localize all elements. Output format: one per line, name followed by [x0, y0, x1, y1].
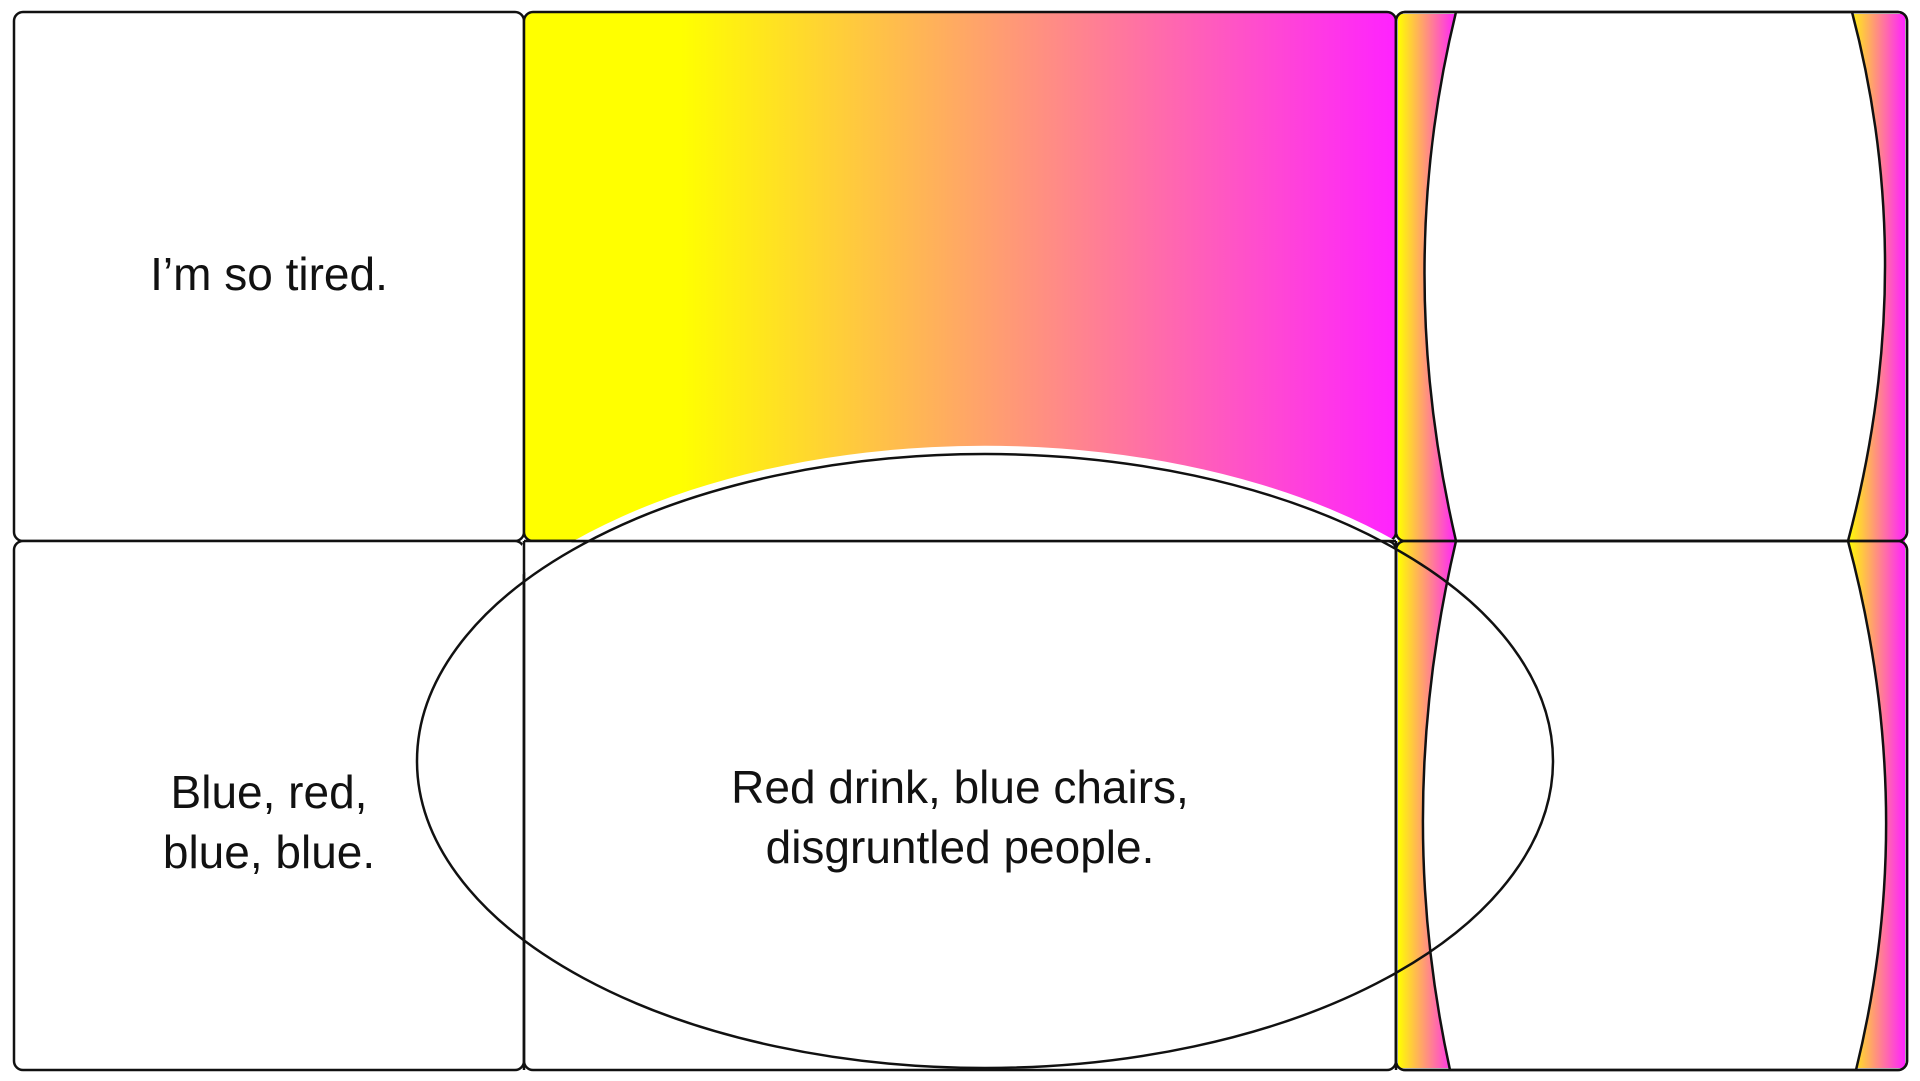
gradient-strip-right-right-edge-lower: [1848, 541, 1905, 1068]
caption-bottom-middle-line-1: Red drink, blue chairs,: [731, 761, 1189, 813]
caption-top-left: I’m so tired.: [14, 244, 524, 304]
caption-bottom-left: Blue, red, blue, blue.: [14, 762, 524, 882]
caption-bottom-left-line-2: blue, blue.: [162, 826, 376, 878]
caption-bottom-left-line-1: Blue, red,: [170, 766, 368, 818]
panel-top-right: [1394, 10, 1909, 543]
lens-outline-bottom-right: [1846, 540, 1888, 1071]
gradient-strip-right-right-edge: [1848, 14, 1905, 541]
caption-bottom-middle: Red drink, blue chairs, disgruntled peop…: [524, 757, 1396, 877]
lens-outline-top-right: [1846, 11, 1887, 542]
large-ellipse: [415, 452, 1555, 1070]
gradient-strip-right-left-edge-lower: [1398, 541, 1456, 1068]
panel-bottom-right: [1394, 539, 1909, 1072]
gradient-strip-right-left-edge: [1398, 14, 1456, 541]
caption-top-left-text: I’m so tired.: [150, 248, 388, 300]
lens-outline-bottom-left: [1421, 540, 1458, 1071]
ellipse-fill-mask: [416, 445, 1396, 761]
caption-bottom-middle-line-2: disgruntled people.: [765, 821, 1155, 873]
lens-outline-top-left: [1423, 11, 1458, 542]
